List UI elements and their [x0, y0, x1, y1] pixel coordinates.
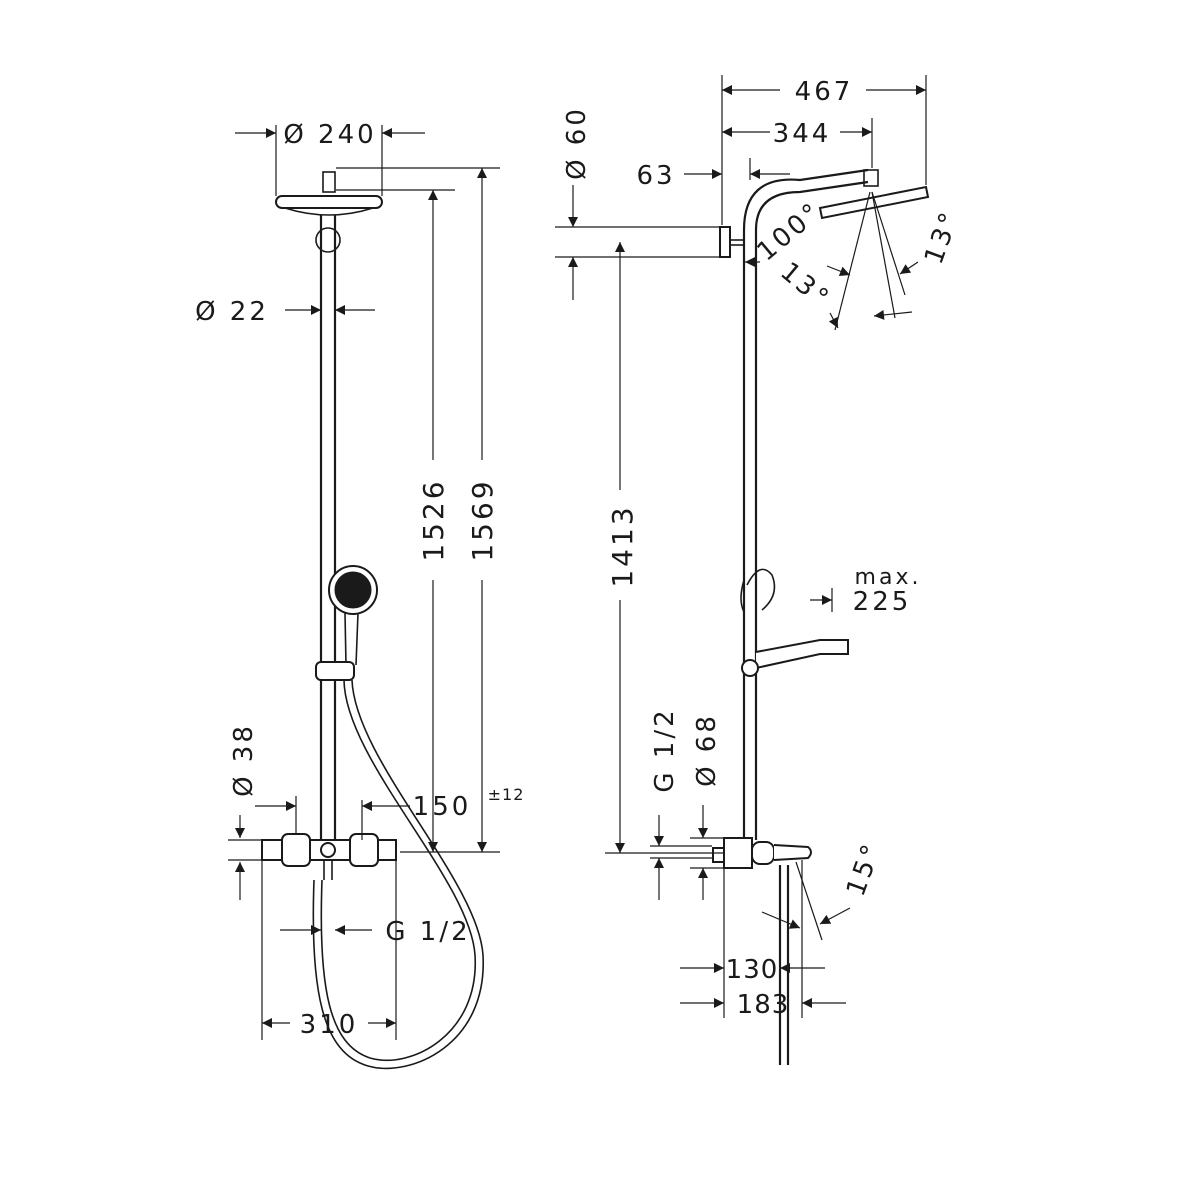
dimension-front-connection: G 1/2: [280, 917, 470, 947]
dimension-wall-63-label: 63: [636, 161, 675, 191]
dimension-spout-130-label: 130: [726, 955, 779, 985]
dimension-side-connection: G 1/2: [650, 707, 712, 900]
overhead-shower-head: [275, 171, 383, 216]
dimension-pipe-diameter: Ø 22: [195, 297, 375, 327]
shower-hose: [312, 679, 484, 1070]
dimension-wall-63: 63: [636, 158, 790, 191]
dimension-depth-467: 467: [721, 75, 927, 225]
dimension-height-1526: 1526: [417, 190, 450, 852]
dimension-mixer-diameter-label: Ø 38: [229, 723, 259, 797]
hand-shower: [315, 565, 378, 681]
thermostat-mixer: [261, 833, 397, 880]
angle-13-left-label: 13°: [774, 257, 835, 315]
dimension-height-1569-label: 1569: [466, 478, 499, 561]
side-riser-pipe: [742, 168, 879, 840]
side-view: 100° 13° 13° 467: [555, 75, 966, 1065]
dimension-pipe-diameter-label: Ø 22: [195, 297, 269, 327]
side-head-angles: 100° 13° 13°: [745, 191, 966, 331]
dimension-depth-344-label: 344: [773, 119, 832, 149]
dimension-offset-tolerance: ±12: [488, 785, 525, 804]
dimension-flange-diameter: Ø 60: [555, 106, 720, 300]
dimension-max-225: max. 225: [810, 565, 922, 617]
dimension-height-1569: 1569: [466, 168, 499, 852]
dimension-flange-diameter-label: Ø 60: [562, 106, 592, 180]
front-view: Ø 240 Ø 22 1526 1569 150 ±12: [195, 120, 525, 1070]
dimension-front-connection-label: G 1/2: [385, 917, 470, 947]
dimension-spout-angle-label: 15°: [841, 838, 888, 900]
dimension-side-connection-label: G 1/2: [650, 707, 680, 792]
dimension-centers-310-label: 310: [300, 1010, 359, 1040]
angle-13-right-label: 13°: [919, 206, 966, 268]
dimension-side-mixer-diameter: Ø 68: [690, 713, 724, 900]
dimension-head-diameter: Ø 240: [235, 120, 425, 196]
side-hand-shower: [740, 568, 849, 677]
dimension-height-1413-label: 1413: [606, 504, 639, 587]
dimension-head-diameter-label: Ø 240: [283, 120, 376, 150]
dimension-side-mixer-diameter-label: Ø 68: [692, 713, 722, 787]
dimension-max-value: 225: [853, 587, 912, 617]
dimension-height-1413: 1413: [605, 242, 725, 854]
dimension-offset-150-label: 150: [413, 792, 472, 822]
dimension-height-1526-label: 1526: [417, 478, 450, 561]
wall-flange: [719, 226, 745, 258]
dimension-spout-183: 183: [680, 860, 846, 1020]
side-thermostat-mixer: [712, 837, 812, 1065]
dimension-depth-467-label: 467: [795, 77, 854, 107]
dimension-depth-344: 344: [722, 118, 873, 168]
dimension-spout-183-label: 183: [737, 990, 790, 1020]
dimension-mixer-diameter: Ø 38: [228, 723, 297, 900]
dimension-centers-310: 310: [261, 860, 397, 1040]
dimension-offset-150: 150 ±12: [361, 785, 525, 840]
riser-pipe: [315, 215, 341, 840]
dimension-max-label: max.: [855, 565, 922, 590]
